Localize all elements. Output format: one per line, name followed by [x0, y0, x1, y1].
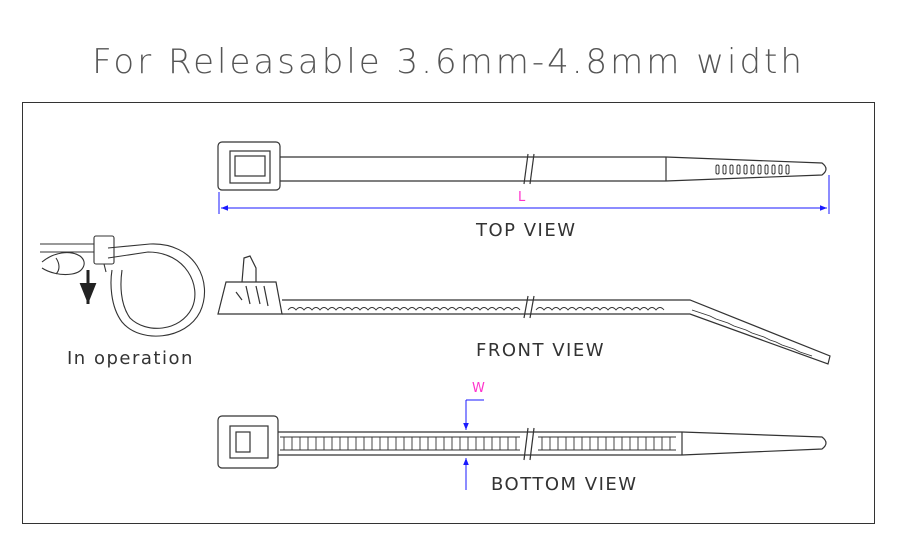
- length-dim-label: L: [518, 190, 526, 205]
- front-view-teeth: [287, 307, 813, 357]
- top-view-tail-slots: [715, 164, 790, 175]
- in-operation-label: In operation: [67, 348, 194, 369]
- width-dim-label: W: [472, 381, 485, 396]
- bottom-view-label: BOTTOM VIEW: [491, 474, 638, 495]
- drawing-frame: [22, 102, 875, 524]
- front-view-tie: [217, 255, 831, 365]
- bottom-view-tie: [217, 415, 827, 469]
- top-view-label: TOP VIEW: [475, 220, 577, 241]
- front-view-label: FRONT VIEW: [476, 340, 605, 361]
- length-dimension: [218, 175, 830, 214]
- diagram-title: For Releasable 3.6mm-4.8mm width: [92, 42, 805, 82]
- in-operation-sketch: [40, 235, 205, 337]
- top-view-tie: [217, 141, 827, 191]
- bottom-view-rib-slots: [280, 436, 676, 451]
- width-dimension: [463, 399, 484, 490]
